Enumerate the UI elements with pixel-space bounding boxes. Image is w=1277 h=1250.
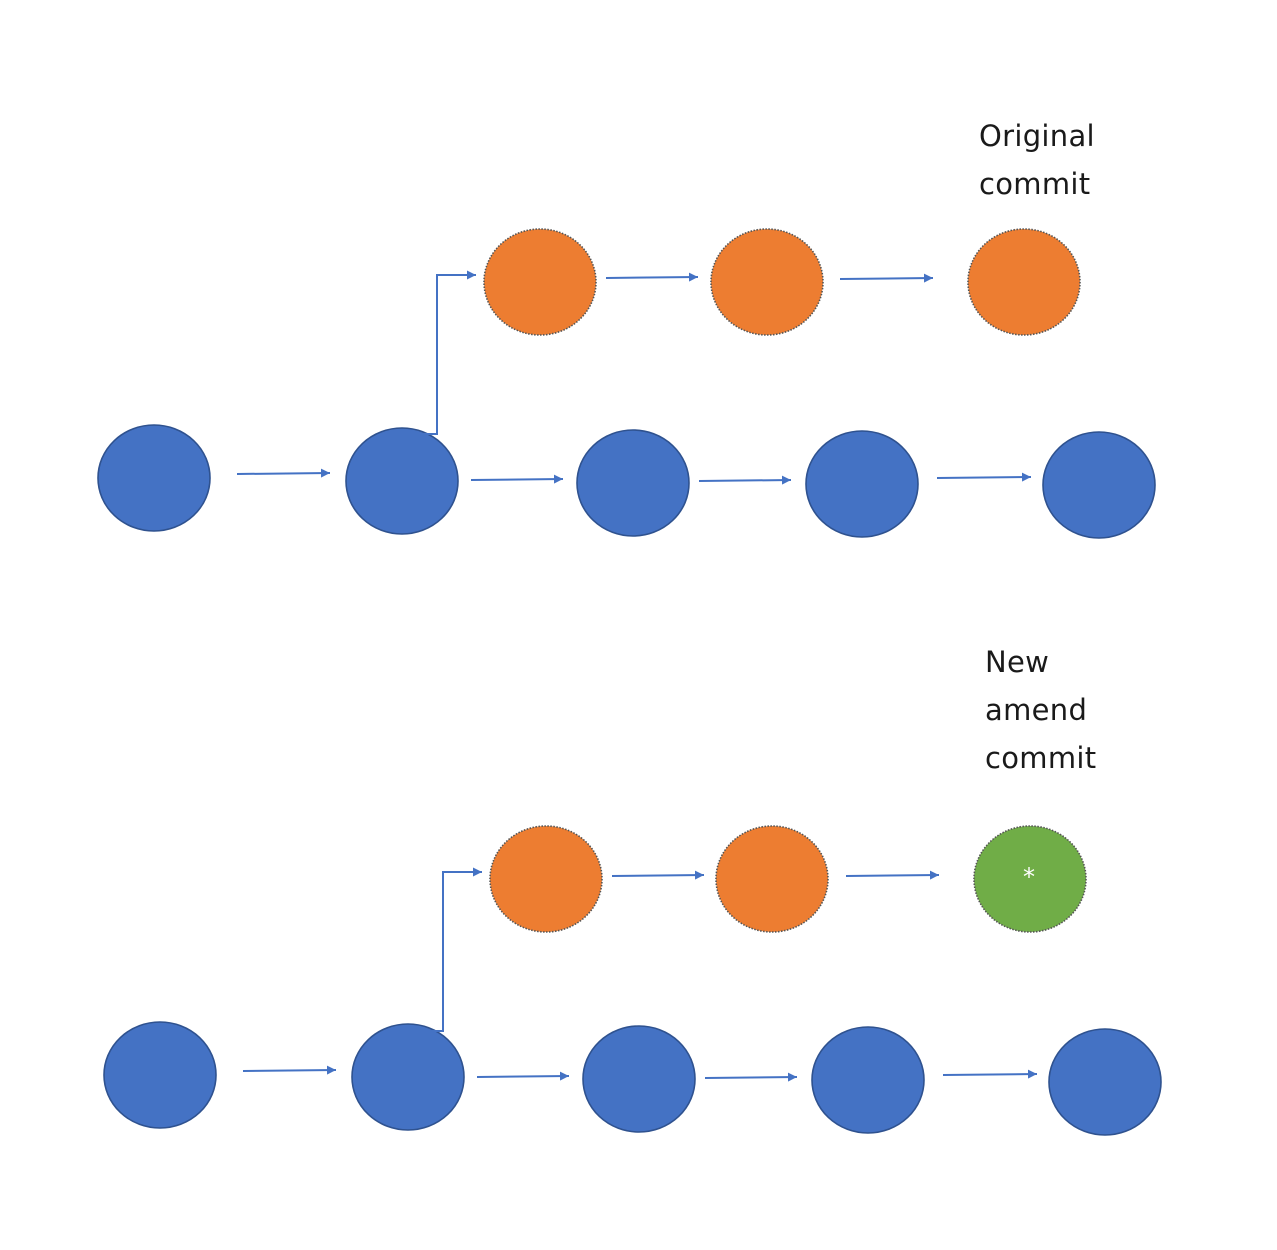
panel-amended-history: *	[103, 825, 1162, 1136]
branch-tip-commit-node	[967, 228, 1081, 336]
label-line: Original	[979, 119, 1095, 153]
arrow	[845, 870, 940, 880]
branch-commit-node	[710, 228, 824, 336]
arrow	[698, 475, 792, 485]
arrow	[936, 472, 1032, 482]
panel-original-history	[97, 228, 1156, 539]
main-commit-node	[97, 424, 211, 532]
label-line: New	[985, 645, 1050, 679]
arrow	[242, 1065, 337, 1075]
main-commit-node	[345, 427, 459, 535]
main-commit-node	[576, 429, 690, 537]
arrow	[605, 272, 699, 282]
label-line: amend	[985, 693, 1088, 727]
main-commit-node	[103, 1021, 217, 1129]
main-commit-node	[1048, 1028, 1162, 1136]
arrow	[704, 1072, 798, 1082]
arrow	[476, 1071, 570, 1081]
label-original-commit: Original commit	[979, 112, 1095, 208]
branch-commit-node	[715, 825, 829, 933]
main-commit-node	[811, 1026, 925, 1134]
branch-commit-node	[483, 228, 597, 336]
main-commit-node	[582, 1025, 696, 1133]
main-commit-node	[1042, 431, 1156, 539]
main-commit-node	[351, 1023, 465, 1131]
amend-marker: *	[1023, 863, 1035, 891]
branch-commit-node	[489, 825, 603, 933]
arrow	[470, 474, 564, 484]
arrow	[236, 468, 331, 478]
arrow	[942, 1069, 1038, 1079]
branch-connector-arrow	[417, 867, 482, 1032]
main-commit-node	[805, 430, 919, 538]
label-new-amend-commit: New amend commit	[985, 638, 1096, 782]
label-line: commit	[985, 741, 1097, 775]
branch-tip-commit-node	[973, 825, 1087, 933]
arrow	[611, 870, 705, 880]
branch-connector-arrow	[411, 270, 476, 435]
label-line: commit	[979, 167, 1091, 201]
arrow	[839, 273, 934, 283]
